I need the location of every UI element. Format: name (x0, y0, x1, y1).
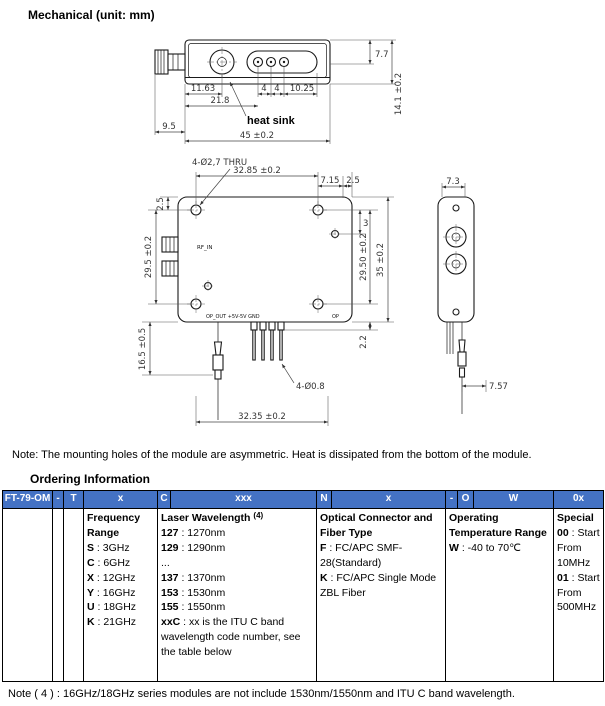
dim-7-3: 7.3 (446, 177, 460, 187)
temperature-title: Operating Temperature Range (449, 512, 547, 539)
dim-3: 3 (363, 219, 368, 229)
footnote: Note ( 4 ) : 16GHz/18GHz series modules … (8, 688, 515, 700)
dim-2-5-left: 2.5 (156, 197, 166, 211)
header-cell-frequency-code: x (83, 490, 158, 509)
table-cell-frequency: Frequency Range S : 3GHz C : 6GHz X : 12… (83, 508, 158, 682)
dim-2-5-right: 2.5 (346, 176, 360, 186)
dim-7-7: 7.7 (375, 50, 389, 60)
dim-35: 35 ±0.2 (376, 243, 386, 277)
ordering-body-row: Frequency Range S : 3GHz C : 6GHz X : 12… (2, 508, 604, 682)
pin-diameter-label: 4-Ø0.8 (296, 381, 325, 392)
wavelength-entry: 127 : 1270nm (161, 526, 226, 539)
dim-7-15: 7.15 (321, 176, 340, 186)
header-cell-w: W (473, 490, 554, 509)
dim-pin-gap-1: 4 (261, 84, 266, 94)
side-view-module-body (437, 196, 475, 323)
dim-29-5-left: 29.5 ±0.2 (144, 236, 154, 278)
header-cell-t: T (63, 490, 84, 509)
wavelength-entry: ... (161, 556, 170, 569)
front-view-rf-connectors (161, 236, 179, 277)
table-cell-special: Special 00 : Start From 10MHz 01 : Start… (553, 508, 604, 682)
header-cell-o: O (457, 490, 474, 509)
wavelength-footnote-ref: (4) (253, 511, 264, 520)
frequency-entry: Y : 16GHz (87, 586, 136, 599)
front-view-dimension-lines (142, 168, 394, 426)
header-cell-special-code: 0x (553, 490, 604, 509)
header-cell-dash1: - (52, 490, 64, 509)
top-view-pin-header (246, 50, 318, 74)
header-cell-n: N (316, 490, 332, 509)
table-cell-optical-connector: Optical Connector and Fiber Type F : FC/… (316, 508, 446, 682)
wavelength-entry: 153 : 1530nm (161, 586, 226, 599)
header-cell-model: FT-79-OM (2, 490, 53, 509)
header-cell-connector-code: x (331, 490, 446, 509)
op-label: OP (332, 314, 339, 320)
ordering-header-row: FT-79-OM - T x C xxx N x - O W 0x (2, 490, 604, 509)
wavelength-entry: 137 : 1370nm (161, 571, 226, 584)
side-view: 7.3 7.57 (437, 177, 508, 414)
optical-entry: F : FC/APC SMF-28(Standard) (320, 541, 403, 569)
top-view: 11.63 4 4 10.25 21.8 heat sink 9.5 45 ±0… (154, 39, 404, 144)
header-cell-dash2: - (445, 490, 458, 509)
special-title: Special (557, 512, 594, 524)
dim-9-5: 9.5 (162, 122, 176, 132)
dim-45: 45 ±0.2 (240, 131, 274, 141)
frequency-entry: S : 3GHz (87, 541, 130, 554)
top-view-dimension-lines (154, 39, 396, 144)
temperature-entry: W : -40 to 70℃ (449, 541, 521, 554)
dim-2-2: 2.2 (359, 335, 369, 349)
ordering-heading: Ordering Information (30, 472, 150, 486)
table-cell-temperature: Operating Temperature Range W : -40 to 7… (445, 508, 554, 682)
ordering-table: FT-79-OM - T x C xxx N x - O W 0x Freque… (2, 490, 604, 682)
table-cell-empty-model (2, 508, 53, 682)
heat-sink-label: heat sink (247, 115, 296, 127)
optical-title: Optical Connector and Fiber Type (320, 512, 433, 539)
front-view: RF_IN OP_OUT +5V-5V GND OP (138, 157, 394, 426)
table-cell-empty-t (63, 508, 84, 682)
top-view-rf-connector (154, 49, 186, 75)
thru-hole-label: 4-Ø2,7 THRU (192, 157, 247, 168)
front-view-fiber-pigtail (212, 322, 224, 420)
dim-10-25: 10.25 (290, 84, 314, 94)
dim-32-85: 32.85 ±0.2 (233, 166, 281, 176)
frequency-entry: X : 12GHz (87, 571, 136, 584)
side-view-pins-and-fiber (446, 322, 467, 414)
wavelength-entry: 129 : 1290nm (161, 541, 226, 554)
front-view-pins (250, 321, 285, 361)
wavelength-entry: xxC : xx is the ITU C band wavelength co… (161, 616, 301, 659)
wavelength-title: Laser Wavelength (4) (161, 511, 264, 524)
dim-7-57: 7.57 (489, 382, 508, 392)
wavelength-entry: 155 : 1550nm (161, 601, 226, 614)
side-view-dimension-lines (441, 183, 487, 392)
header-cell-c: C (157, 490, 171, 509)
rf-in-label: RF_IN (197, 245, 212, 251)
dim-29-50-right: 29.50 ±0.2 (359, 233, 369, 281)
frequency-entry: K : 21GHz (87, 616, 137, 629)
optical-entry: K : FC/APC Single Mode ZBL Fiber (320, 571, 437, 599)
table-cell-wavelength: Laser Wavelength (4) 127 : 1270nm 129 : … (157, 508, 317, 682)
dim-32-35: 32.35 ±0.2 (238, 412, 286, 422)
header-cell-wavelength-code: xxx (170, 490, 317, 509)
front-view-module-body (177, 196, 353, 323)
bottom-pin-labels: OP_OUT +5V-5V GND (206, 314, 260, 320)
dim-16-5: 16.5 ±0.5 (138, 328, 148, 370)
special-entry: 01 : Start From 500MHz (557, 571, 600, 614)
dim-21-8: 21.8 (211, 96, 230, 106)
frequency-entry: U : 18GHz (87, 601, 137, 614)
mechanical-heading: Mechanical (unit: mm) (28, 8, 155, 22)
mounting-note: Note: The mounting holes of the module a… (12, 449, 532, 461)
top-view-optical-port (207, 47, 237, 77)
frequency-title: Frequency Range (87, 512, 141, 539)
dim-14-1: 14.1 ±0.2 (394, 73, 404, 115)
table-cell-empty-dash1 (52, 508, 64, 682)
frequency-entry: C : 6GHz (87, 556, 131, 569)
dim-11-63: 11.63 (191, 84, 215, 94)
special-entry: 00 : Start From 10MHz (557, 526, 600, 569)
dim-pin-gap-2: 4 (274, 84, 279, 94)
front-view-mounting-holes (187, 201, 341, 313)
mechanical-drawing: 11.63 4 4 10.25 21.8 heat sink 9.5 45 ±0… (138, 39, 508, 426)
